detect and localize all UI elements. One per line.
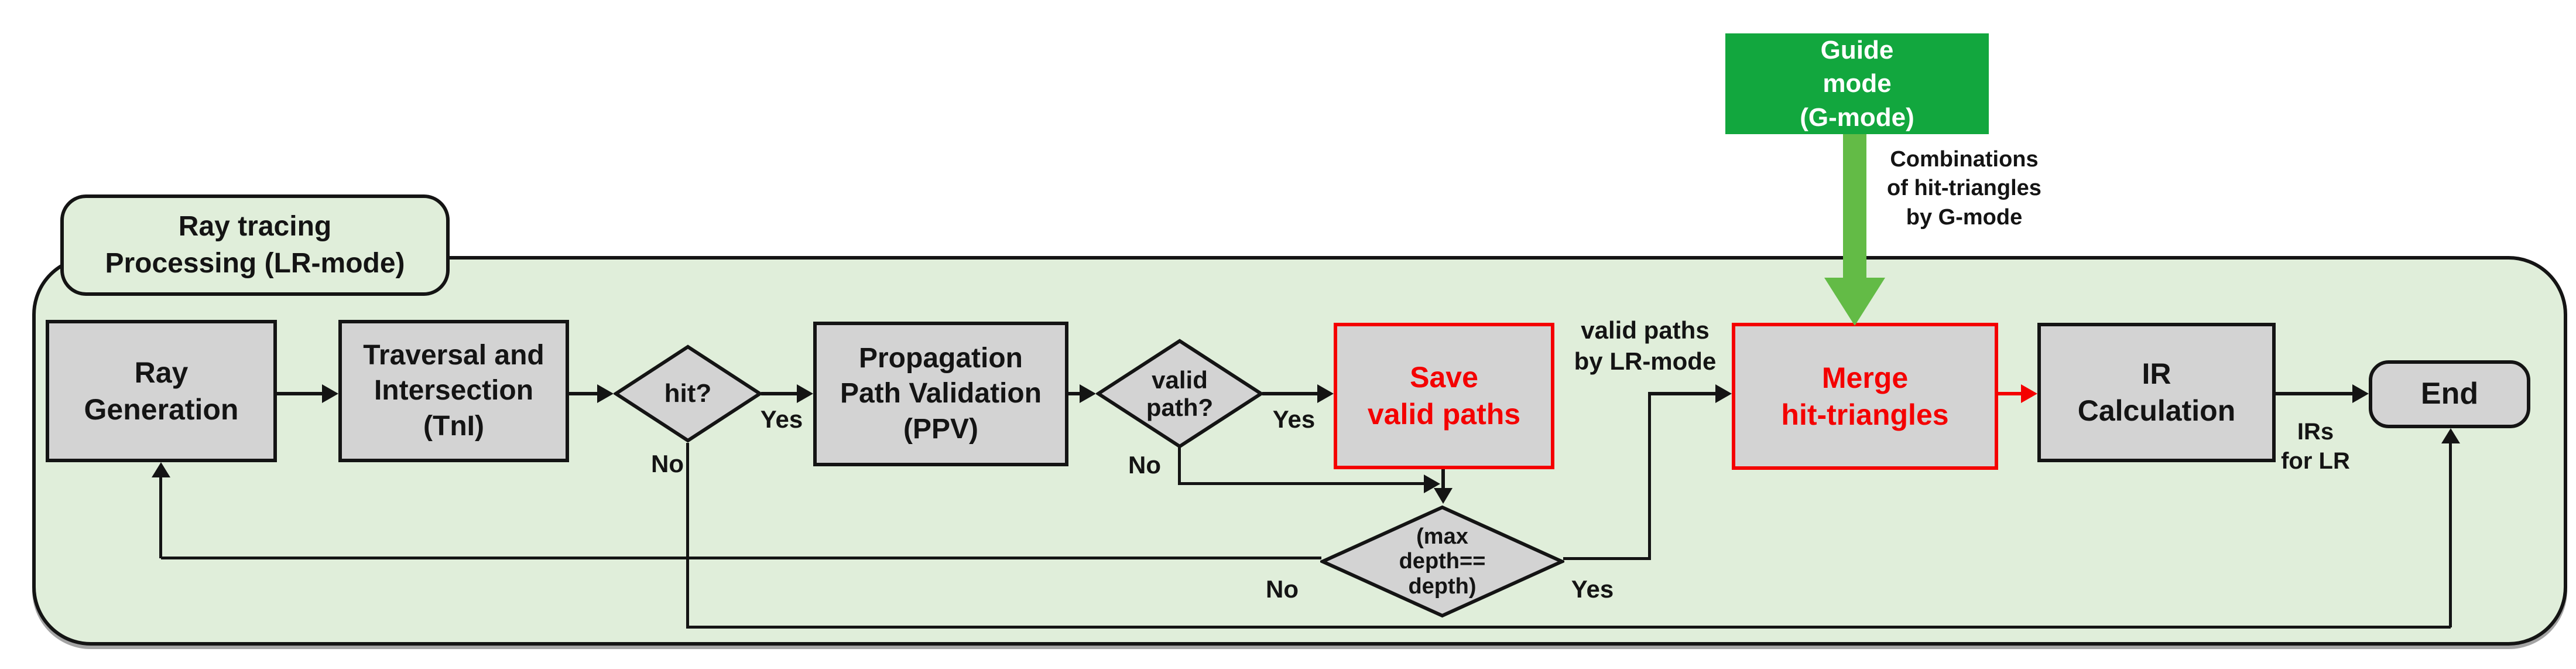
irs-for-lr-line: for LR — [2281, 448, 2350, 474]
edge-hit-yes-arrowhead — [797, 384, 813, 403]
diamond-shape — [1320, 505, 1564, 618]
edge-label-irs-for-lr: IRs for LR — [2251, 417, 2380, 476]
guide-mode-arrow-head — [1824, 278, 1885, 326]
decision-valid-path-label: valid path? — [1096, 339, 1263, 449]
edge-label-depth-no: No — [1266, 575, 1299, 603]
edge-raygen-tni-line — [277, 392, 323, 395]
diamond-label-line: depth== — [1399, 549, 1486, 574]
diamond-label-line: (max — [1416, 524, 1468, 549]
node-traversal-intersection: Traversal and Intersection (TnI) — [338, 320, 569, 462]
edge-tni-hit-arrowhead — [597, 384, 614, 403]
edge-hit-no-up-line — [2449, 442, 2452, 627]
guide-mode-label-line: (G-mode) — [1800, 103, 1914, 132]
edge-hit-yes-line — [761, 392, 799, 395]
edge-depth-yes-line — [1563, 557, 1651, 560]
valid-paths-lr-line: by LR-mode — [1574, 347, 1717, 375]
edge-merge-ir-line — [1998, 392, 2022, 395]
edge-depth-yes-arrowhead — [1715, 384, 1732, 403]
edge-label-depth-yes: Yes — [1571, 575, 1614, 603]
guide-mode-box: Guide mode (G-mode) — [1725, 33, 1989, 134]
diamond-label-line: depth) — [1408, 574, 1477, 599]
decision-max-depth: (max depth== depth) — [1320, 505, 1564, 618]
container-label-line: Ray tracing — [178, 211, 332, 243]
valid-paths-lr-line: valid paths — [1581, 316, 1710, 344]
guide-annotation-line: by G-mode — [1906, 204, 2023, 230]
node-label-line: Propagation — [858, 342, 1023, 374]
decision-valid-path: valid path? — [1096, 339, 1263, 449]
guide-annotation-line: Combinations — [1890, 147, 2039, 172]
container-label-line: Processing (LR-mode) — [105, 247, 405, 279]
diamond-shape — [1096, 339, 1263, 449]
node-label-line: hit-triangles — [1781, 398, 1949, 431]
node-label-line: Intersection — [374, 375, 534, 407]
diamond-label-line: path? — [1146, 394, 1214, 421]
guide-annotation-line: of hit-triangles — [1887, 176, 2041, 201]
edge-depth-yes-up-line — [1648, 392, 1651, 560]
guide-mode-arrow-stem — [1843, 134, 1866, 279]
node-label-line: valid paths — [1367, 398, 1521, 431]
edge-valid-yes-arrowhead — [1317, 384, 1334, 403]
node-label-line: IR — [2142, 357, 2171, 390]
node-label-line: (TnI) — [423, 410, 484, 442]
edge-ppv-valid-line — [1068, 392, 1081, 395]
node-label-line: Merge — [1821, 361, 1909, 394]
edge-label-hit-no: No — [651, 450, 684, 477]
node-label-line: (PPV) — [903, 413, 978, 445]
node-label-line: Generation — [84, 392, 239, 426]
edge-depth-yes-merge-line — [1648, 392, 1717, 395]
node-merge-hit-triangles: Merge hit-triangles — [1732, 323, 1998, 470]
edge-label-valid-yes: Yes — [1272, 405, 1316, 433]
edge-save-depth-line — [1441, 468, 1445, 488]
guide-mode-annotation: Combinations of hit-triangles by G-mode — [1876, 145, 2052, 232]
edge-hit-no-end-arrowhead — [2441, 428, 2460, 443]
edge-label-hit-yes: Yes — [760, 405, 803, 433]
edge-raygen-tni-arrowhead — [322, 384, 338, 403]
edge-tni-hit-line — [567, 392, 598, 395]
node-label-line: Calculation — [2077, 394, 2236, 427]
edge-depth-no-up-line — [159, 476, 162, 558]
node-label-line: Path Validation — [840, 378, 1042, 409]
edge-ir-end-line — [2275, 392, 2354, 395]
node-ray-generation: Ray Generation — [46, 320, 277, 462]
edge-ir-end-arrowhead — [2352, 384, 2369, 403]
node-ir-calculation: IR Calculation — [2037, 323, 2276, 462]
diamond-shape — [614, 344, 762, 443]
edge-depth-no-line — [161, 557, 1321, 559]
edge-valid-yes-line — [1262, 392, 1318, 395]
decision-hit-label: hit? — [614, 344, 762, 443]
node-label-line: Save — [1410, 361, 1478, 394]
decision-hit: hit? — [614, 344, 762, 443]
edge-hit-no-bottom-line — [686, 626, 2451, 629]
edge-label-valid-no: No — [1128, 451, 1161, 479]
edge-save-depth-arrowhead — [1434, 488, 1453, 504]
irs-for-lr-line: IRs — [2297, 419, 2334, 445]
edge-ppv-valid-arrowhead — [1080, 384, 1096, 403]
node-end: End — [2369, 360, 2530, 428]
node-label-line: End — [2420, 377, 2479, 411]
edge-label-valid-paths-lr: valid paths by LR-mode — [1546, 315, 1745, 377]
edge-valid-no-line — [1178, 482, 1425, 485]
node-label-line: Ray — [134, 356, 189, 389]
lr-mode-container-label: Ray tracing Processing (LR-mode) — [60, 194, 450, 296]
edge-merge-ir-arrowhead — [2021, 384, 2037, 403]
node-propagation-path-validation: Propagation Path Validation (PPV) — [813, 322, 1068, 466]
edge-hit-no-down-line — [686, 443, 689, 627]
diamond-label-line: hit? — [664, 379, 712, 408]
edge-valid-no-down-line — [1178, 448, 1181, 484]
diamond-label-line: valid — [1152, 366, 1208, 394]
node-save-valid-paths: Save valid paths — [1334, 323, 1554, 469]
decision-max-depth-label: (max depth== depth) — [1320, 505, 1564, 618]
guide-mode-label-line: Guide — [1820, 36, 1894, 65]
edge-depth-no-arrowhead — [152, 462, 170, 477]
guide-mode-label-line: mode — [1823, 69, 1892, 98]
node-label-line: Traversal and — [363, 339, 544, 371]
